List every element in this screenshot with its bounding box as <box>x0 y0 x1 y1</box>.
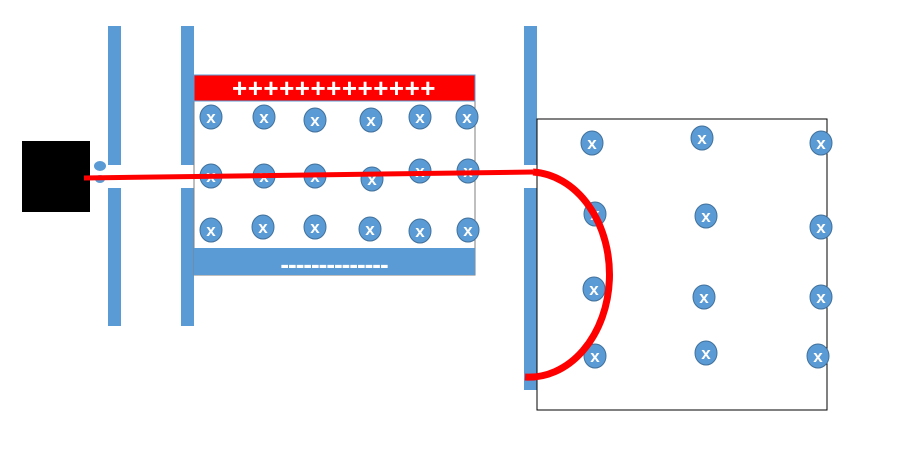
field-symbol-label: x <box>415 222 425 241</box>
field-symbol-label: x <box>701 207 711 226</box>
chamber-field-marker: x <box>694 340 718 366</box>
chamber-field-marker: x <box>694 203 718 229</box>
field-symbol-label: x <box>590 347 600 366</box>
field-symbol-label: x <box>366 111 376 130</box>
selector-field-marker: x <box>359 107 383 133</box>
field-symbol-label: x <box>463 221 473 240</box>
field-symbol-label: x <box>816 288 826 307</box>
chamber-entry-plate-top <box>524 26 537 165</box>
field-into-page-icon <box>303 107 327 133</box>
field-symbol-label: x <box>816 134 826 153</box>
positive-plate <box>193 74 476 102</box>
field-symbol-label: x <box>699 288 709 307</box>
field-into-page-icon <box>690 125 714 151</box>
deflection-chamber <box>536 118 828 411</box>
selector-field-marker: x <box>408 218 432 244</box>
chamber-field-marker: x <box>690 125 714 151</box>
selector-field-marker: x <box>360 166 384 192</box>
field-into-page-icon <box>303 214 327 240</box>
ion-beam-straight <box>83 169 534 181</box>
field-into-page-icon <box>809 214 833 240</box>
field-into-page-icon <box>582 276 606 302</box>
field-into-page-icon <box>199 217 223 243</box>
selector-field-marker: x <box>251 214 275 240</box>
chamber-field-marker: x <box>806 343 830 369</box>
chamber-field-marker: x <box>692 284 716 310</box>
field-symbol-label: x <box>367 170 377 189</box>
field-into-page-icon <box>199 104 223 130</box>
chamber-field-marker: x <box>809 130 833 156</box>
field-into-page-icon <box>809 130 833 156</box>
field-into-page-icon <box>694 340 718 366</box>
selector-field-marker: x <box>456 217 480 243</box>
ion-beam-semicircle <box>524 168 613 381</box>
field-into-page-icon <box>694 203 718 229</box>
field-into-page-icon <box>251 214 275 240</box>
field-symbol-label: x <box>697 129 707 148</box>
selector-field-marker: x <box>303 107 327 133</box>
selector-field-marker: x <box>408 104 432 130</box>
chamber-field-marker: x <box>582 276 606 302</box>
negative-plate <box>194 248 475 275</box>
ion-particle <box>94 161 106 171</box>
positive-plate-label: +++++++++++++ <box>232 73 436 103</box>
slit-plate-2-bottom <box>181 188 194 326</box>
field-symbol-label: x <box>813 347 823 366</box>
field-symbol-label: x <box>259 108 269 127</box>
field-into-page-icon <box>580 130 604 156</box>
chamber-field-marker: x <box>580 130 604 156</box>
selector-field-marker: x <box>303 214 327 240</box>
field-symbol-label: x <box>587 134 597 153</box>
field-symbol-label: x <box>701 344 711 363</box>
chamber-field-marker: x <box>583 343 607 369</box>
field-into-page-icon <box>455 104 479 130</box>
field-into-page-icon <box>408 104 432 130</box>
selector-field-marker: x <box>358 216 382 242</box>
field-symbol-label: x <box>206 221 216 240</box>
field-into-page-icon <box>408 218 432 244</box>
field-symbol-label: x <box>365 220 375 239</box>
field-into-page-icon <box>359 107 383 133</box>
field-symbol-label: x <box>310 218 320 237</box>
chamber-field-marker: x <box>809 284 833 310</box>
field-symbol-label: x <box>415 108 425 127</box>
field-symbol-label: x <box>258 218 268 237</box>
field-into-page-icon <box>806 343 830 369</box>
chamber-entry-plate-bottom <box>524 188 537 390</box>
field-into-page-icon <box>252 104 276 130</box>
field-symbol-label: x <box>462 108 472 127</box>
ion-source <box>22 141 90 212</box>
selector-field-marker: x <box>199 217 223 243</box>
selector-field-marker: x <box>199 104 223 130</box>
selector-field-marker: x <box>252 104 276 130</box>
field-symbol-label: x <box>589 280 599 299</box>
field-into-page-icon <box>809 284 833 310</box>
field-into-page-icon <box>583 343 607 369</box>
field-symbol-label: x <box>206 108 216 127</box>
slit-plate-2-top <box>181 26 194 165</box>
slit-plate-1-bottom <box>108 188 121 326</box>
field-symbol-label: x <box>310 111 320 130</box>
selector-field-marker: x <box>455 104 479 130</box>
chamber-field-marker: x <box>809 214 833 240</box>
field-into-page-icon <box>692 284 716 310</box>
field-into-page-icon <box>358 216 382 242</box>
negative-plate-label: -------------- <box>280 249 388 279</box>
slit-plate-1-top <box>108 26 121 165</box>
field-symbol-label: x <box>816 218 826 237</box>
field-into-page-icon <box>456 217 480 243</box>
